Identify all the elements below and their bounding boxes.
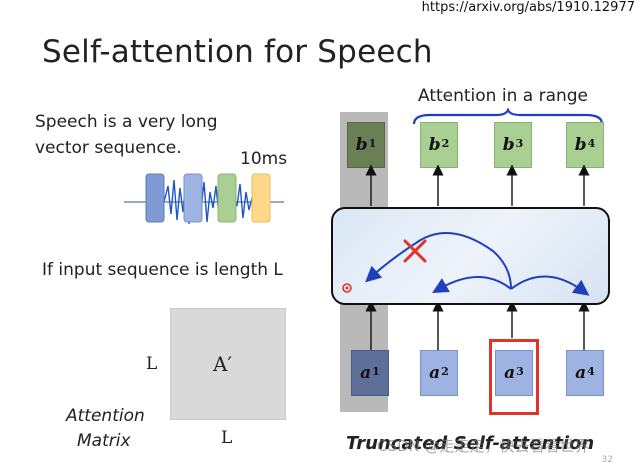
diagram-caption: Truncated Self-attention bbox=[346, 433, 595, 454]
input-a1-sup: 1 bbox=[372, 364, 380, 378]
input-a2-var: a bbox=[429, 363, 441, 383]
input-a4-sup: 4 bbox=[587, 364, 595, 378]
input-a3-sup: 3 bbox=[516, 364, 524, 378]
cursor-marker-icon bbox=[342, 283, 352, 293]
self-attention-layer bbox=[331, 207, 610, 305]
matrix-row-label: L bbox=[146, 354, 158, 374]
page-number: 32 bbox=[601, 455, 613, 465]
frame-block-1 bbox=[145, 173, 165, 223]
input-length-text: If input sequence is length L bbox=[42, 260, 283, 280]
current-input-highlight bbox=[489, 339, 539, 415]
input-a2-sup: 2 bbox=[441, 364, 449, 378]
output-b4-sup: 4 bbox=[587, 136, 596, 150]
output-b1-var: b bbox=[355, 135, 368, 155]
attention-curve-self bbox=[492, 250, 512, 290]
output-b2-sup: 2 bbox=[441, 136, 450, 150]
slide-title: Self-attention for Speech bbox=[42, 34, 433, 70]
attention-curve-left bbox=[432, 276, 512, 293]
speech-text-line1: Speech is a very long bbox=[35, 112, 218, 132]
output-b3-var: b bbox=[502, 135, 515, 155]
duration-label: 10ms bbox=[240, 149, 288, 169]
frame-block-4 bbox=[251, 173, 271, 223]
matrix-caption-line2: Matrix bbox=[77, 431, 131, 451]
matrix-caption-line1: Attention bbox=[66, 406, 145, 426]
frame-block-2 bbox=[183, 173, 203, 223]
blocked-x-icon bbox=[403, 239, 427, 263]
output-b4-var: b bbox=[574, 135, 587, 155]
attention-curves bbox=[342, 232, 590, 296]
frame-block-3 bbox=[217, 173, 237, 223]
source-url: https://arxiv.org/abs/1910.12977 bbox=[421, 0, 635, 15]
range-brace bbox=[412, 108, 604, 125]
output-b2-var: b bbox=[428, 135, 441, 155]
watermark: CSDN @走走走，快去看看世界 bbox=[377, 437, 590, 455]
input-a1-var: a bbox=[360, 363, 372, 383]
speech-waveform-illustration bbox=[124, 173, 284, 225]
attention-range-label: Attention in a range bbox=[418, 86, 589, 106]
attention-matrix bbox=[170, 308, 286, 420]
speech-text-line2: vector sequence. bbox=[35, 138, 182, 158]
matrix-label: A′ bbox=[213, 352, 232, 376]
input-a4-var: a bbox=[575, 363, 587, 383]
blocked-attention-curve bbox=[365, 232, 494, 283]
connection-arrows bbox=[365, 164, 590, 350]
matrix-col-label: L bbox=[221, 428, 233, 448]
output-b3-sup: 3 bbox=[515, 136, 524, 150]
input-a3-var: a bbox=[504, 363, 516, 383]
output-b1-sup: 1 bbox=[368, 136, 377, 150]
attention-curve-right bbox=[510, 275, 590, 296]
